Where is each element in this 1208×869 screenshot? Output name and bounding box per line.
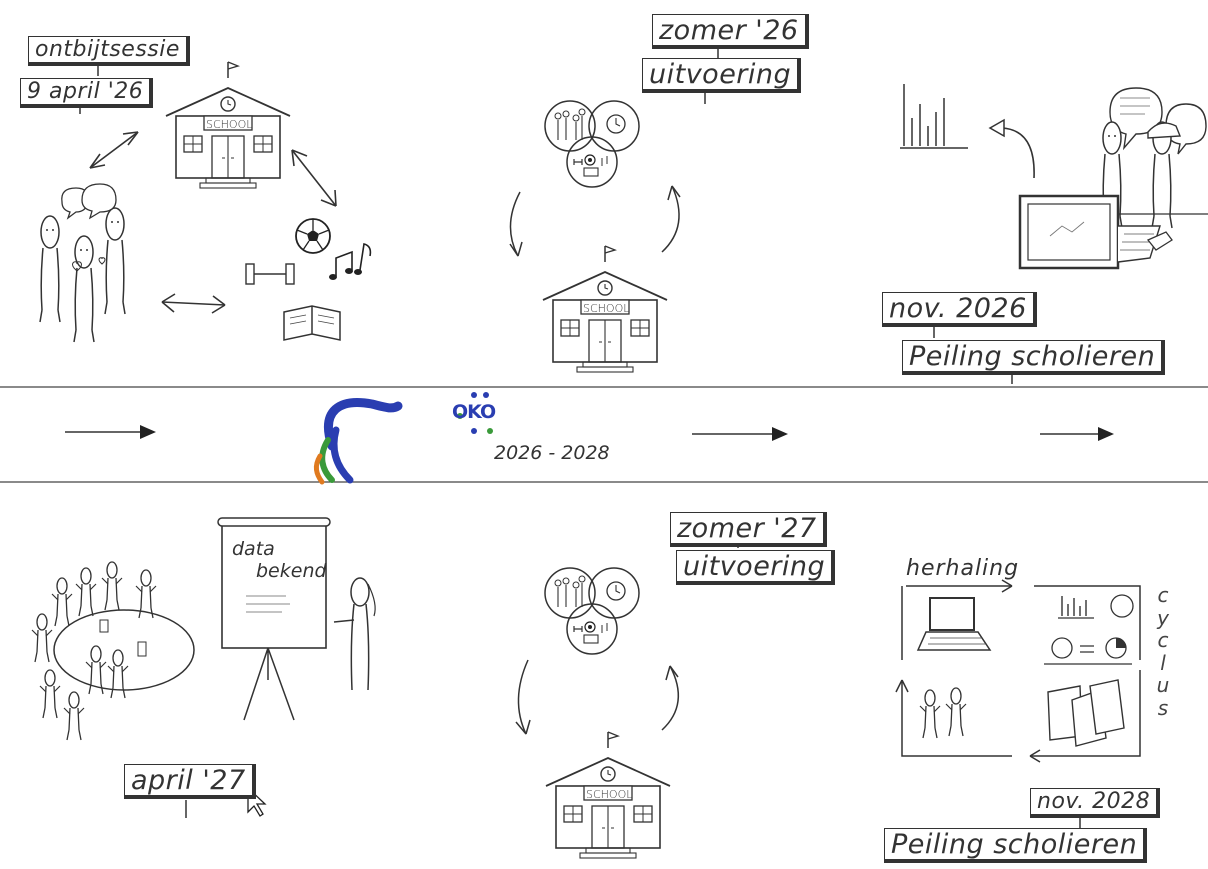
oko-logo — [457, 392, 493, 434]
school-label-top-left: SCHOOL — [206, 118, 253, 131]
sign-nov-2028: nov. 2028 — [1030, 788, 1161, 818]
sign-april-27: april '27 — [124, 764, 256, 799]
sign-zomer-27: zomer '27 — [670, 512, 827, 547]
sign-uitvoering-27: uitvoering — [676, 550, 836, 585]
oko-logo-text: OKO — [452, 401, 496, 423]
sign-ontbijtsessie: ontbijtsessie — [28, 36, 190, 66]
flipchart-line-1: data — [232, 538, 275, 560]
cyclus-label: c y c l u s — [1156, 583, 1170, 720]
period-label: 2026 - 2028 — [494, 442, 610, 464]
sign-date-april-26: 9 april '26 — [20, 78, 154, 108]
sign-uitvoering-26: uitvoering — [642, 58, 802, 93]
sign-peiling-scholieren-2026: Peiling scholieren — [902, 340, 1166, 375]
sign-zomer-26: zomer '26 — [652, 14, 809, 49]
sign-peiling-scholieren-2028: Peiling scholieren — [884, 828, 1148, 863]
flipchart-line-2: bekend — [256, 560, 327, 582]
swoosh-logo — [313, 398, 403, 485]
sign-nov-2026: nov. 2026 — [882, 292, 1037, 327]
school-label-top-middle: SCHOOL — [583, 302, 630, 315]
school-label-bottom-middle: SCHOOL — [586, 788, 633, 801]
herhaling-label: herhaling — [906, 556, 1020, 581]
